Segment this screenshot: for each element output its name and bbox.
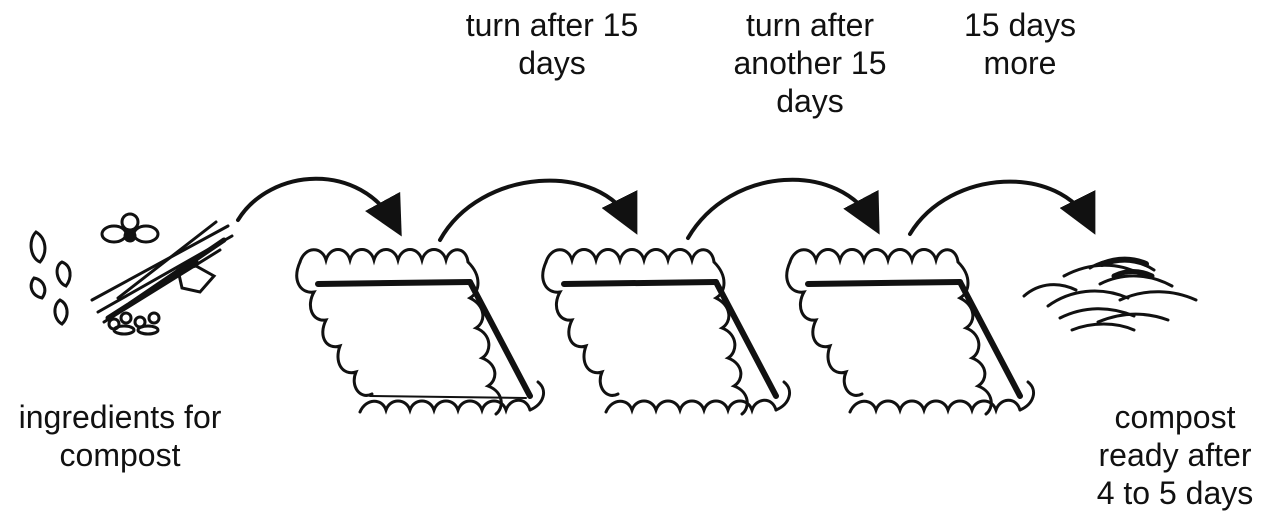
label-ingredients-for-compost: ingredients for compost xyxy=(0,398,240,474)
label-line: compost xyxy=(0,436,240,474)
label-line: more xyxy=(940,44,1100,82)
label-line: ready after xyxy=(1082,436,1268,474)
label-line: ingredients for xyxy=(0,398,240,436)
label-line: turn after xyxy=(700,6,920,44)
compost-heap-icon xyxy=(1024,260,1196,331)
curved-arrow-icon xyxy=(238,179,1090,240)
label-line: days xyxy=(452,44,652,82)
label-turn-after-another-15-days: turn after another 15 days xyxy=(700,6,920,120)
label-line: days xyxy=(700,82,920,120)
label-line: compost xyxy=(1082,398,1268,436)
label-line: another 15 xyxy=(700,44,920,82)
label-line: 15 days xyxy=(940,6,1100,44)
compost-ingredients-icon xyxy=(31,214,232,334)
compost-pit-icon xyxy=(297,250,1034,415)
label-compost-ready: compost ready after 4 to 5 days xyxy=(1082,398,1268,512)
label-line: turn after 15 xyxy=(452,6,652,44)
label-turn-after-15-days: turn after 15 days xyxy=(452,6,652,82)
label-line: 4 to 5 days xyxy=(1082,474,1268,512)
label-15-days-more: 15 days more xyxy=(940,6,1100,82)
